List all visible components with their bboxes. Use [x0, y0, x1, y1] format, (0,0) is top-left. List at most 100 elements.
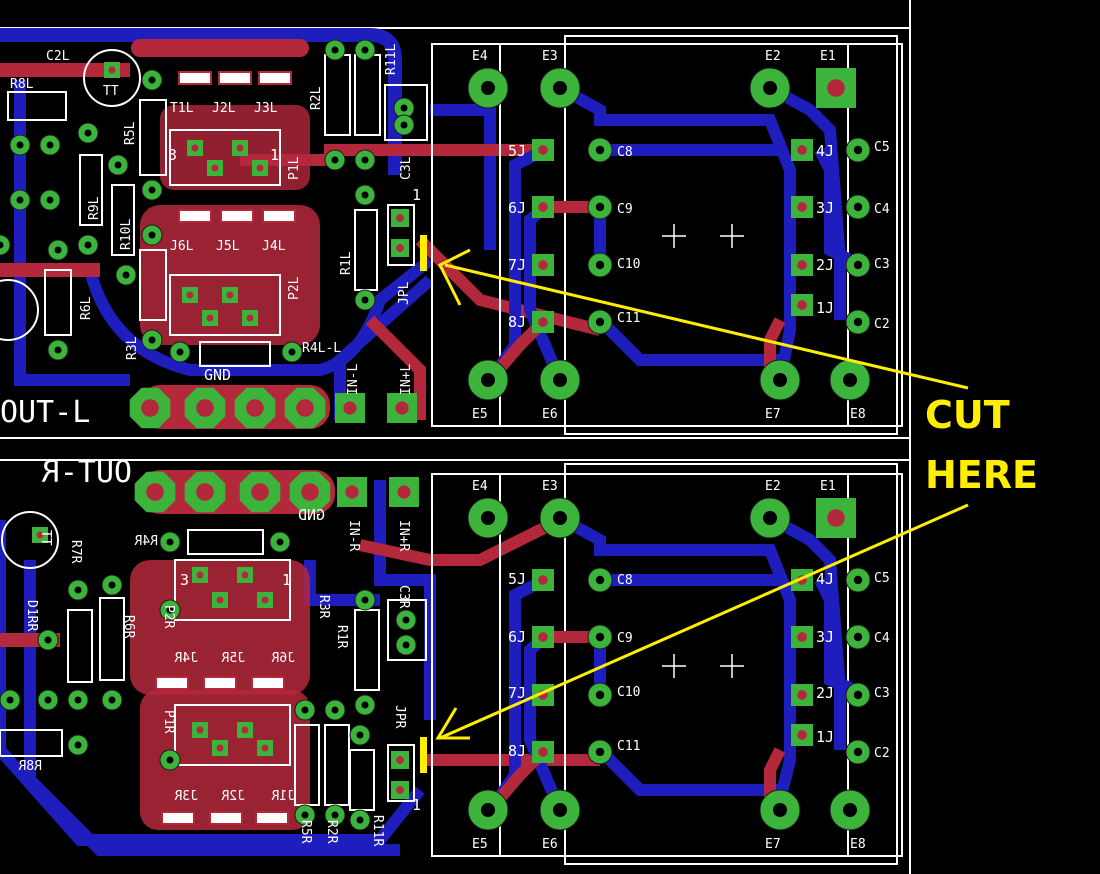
pin4j-top-label: 4J — [816, 142, 834, 160]
trim-smd-pad — [218, 71, 252, 85]
pot-r-pin3: 3 — [180, 571, 189, 589]
r2l-label: R2L — [309, 86, 324, 110]
pin2j-top-label: 2J — [816, 256, 834, 274]
via-hole — [853, 202, 863, 212]
pin3j-bot-label: 3J — [816, 628, 834, 646]
via-hole — [773, 803, 787, 817]
pad-center — [241, 571, 249, 579]
via-hole — [481, 511, 495, 525]
tube-r-label: TT — [38, 530, 53, 546]
via-hole — [361, 296, 369, 304]
via-hole — [44, 636, 52, 644]
j4r-label: J4R — [174, 651, 198, 666]
pad-center — [797, 730, 807, 740]
via-hole — [16, 141, 24, 149]
arrow-head-top — [437, 248, 471, 306]
right-socket-outline — [431, 463, 903, 865]
arrow-line-top — [444, 263, 969, 390]
via-hole — [114, 161, 122, 169]
pad-center — [261, 596, 269, 604]
via-hole — [595, 632, 605, 642]
via-hole — [595, 202, 605, 212]
via-hole — [853, 747, 863, 757]
r7r-label: R7R — [68, 540, 83, 564]
via-hole — [402, 616, 410, 624]
via-hole — [46, 196, 54, 204]
cut-jumper-mark-right — [420, 737, 427, 773]
pad-center — [538, 747, 548, 757]
j6l-label: J6L — [170, 239, 194, 254]
c3r-label: C3R — [396, 585, 411, 609]
e3-bot-label: E3 — [542, 479, 558, 494]
j4l-label: J4L — [262, 239, 286, 254]
pad-center — [206, 314, 214, 322]
via-hole — [853, 260, 863, 270]
via-hole — [148, 76, 156, 84]
via-hole — [108, 581, 116, 589]
cut-jumper-mark-left — [420, 235, 427, 271]
trim-smd-pad — [161, 811, 195, 825]
e4-top-label: E4 — [472, 49, 488, 64]
j2l-label: J2L — [212, 101, 236, 116]
pad-center — [538, 260, 548, 270]
trim-smd-pad — [262, 209, 296, 223]
via-hole — [553, 511, 567, 525]
pad-center — [797, 690, 807, 700]
in-minus-l-label: IN-L — [346, 364, 361, 395]
e7-bot-label: E7 — [765, 837, 781, 852]
pin5j-bot-label: 5J — [508, 570, 526, 588]
pad-center — [797, 632, 807, 642]
via-hole — [148, 186, 156, 194]
pad-center — [246, 314, 254, 322]
via-hole — [331, 706, 339, 714]
e3-top-label: E3 — [542, 49, 558, 64]
pad-center — [236, 144, 244, 152]
r11r-label: R11R — [370, 815, 385, 846]
pin7j-top-label: 7J — [508, 256, 526, 274]
tube-l-label: TT — [103, 84, 119, 99]
via-hole — [853, 317, 863, 327]
pad-center — [251, 483, 269, 501]
via-hole — [595, 317, 605, 327]
jpr-pin1-label: 1 — [412, 796, 421, 814]
via-hole — [553, 803, 567, 817]
pin1j-bot-label: 1J — [816, 728, 834, 746]
via-hole — [54, 346, 62, 354]
pad-center — [196, 399, 214, 417]
via-hole — [361, 191, 369, 199]
c2-top-label: C2 — [874, 317, 890, 332]
e6-bot-label: E6 — [542, 837, 558, 852]
r9l-label: R9L — [87, 196, 102, 220]
cut-here-annotation: CUT HERE — [435, 248, 1038, 740]
pad-center — [538, 317, 548, 327]
in-plus-l-label: IN+L — [399, 364, 414, 395]
pad-center — [538, 145, 548, 155]
r1l-label: R1L — [339, 251, 354, 275]
pin7j-bot-label: 7J — [508, 684, 526, 702]
via-hole — [122, 271, 130, 279]
pad-center — [211, 164, 219, 172]
d1rr-label: D1RR — [24, 600, 39, 631]
e6-top-label: E6 — [542, 407, 558, 422]
r6l-label: R6L — [79, 296, 94, 320]
r5r-label: R5R — [298, 820, 313, 844]
e5-bot-label: E5 — [472, 837, 488, 852]
via-hole — [361, 701, 369, 709]
cut-label: CUT — [925, 393, 1010, 437]
gnd-l-label: GND — [204, 366, 231, 384]
pin8j-bot-label: 8J — [508, 742, 526, 760]
via-hole — [773, 373, 787, 387]
pad-center — [296, 399, 314, 417]
pad-center — [397, 485, 411, 499]
pad-center — [797, 260, 807, 270]
pin2j-bot-label: 2J — [816, 684, 834, 702]
pad-center — [343, 401, 357, 415]
pad-center — [216, 744, 224, 752]
via-hole — [400, 104, 408, 112]
e1-top-label: E1 — [820, 49, 836, 64]
gnd-r-label: GND — [298, 506, 325, 524]
r4r-label: R4R — [134, 534, 158, 549]
via-hole — [553, 373, 567, 387]
via-hole — [6, 696, 14, 704]
pad-center — [396, 756, 404, 764]
